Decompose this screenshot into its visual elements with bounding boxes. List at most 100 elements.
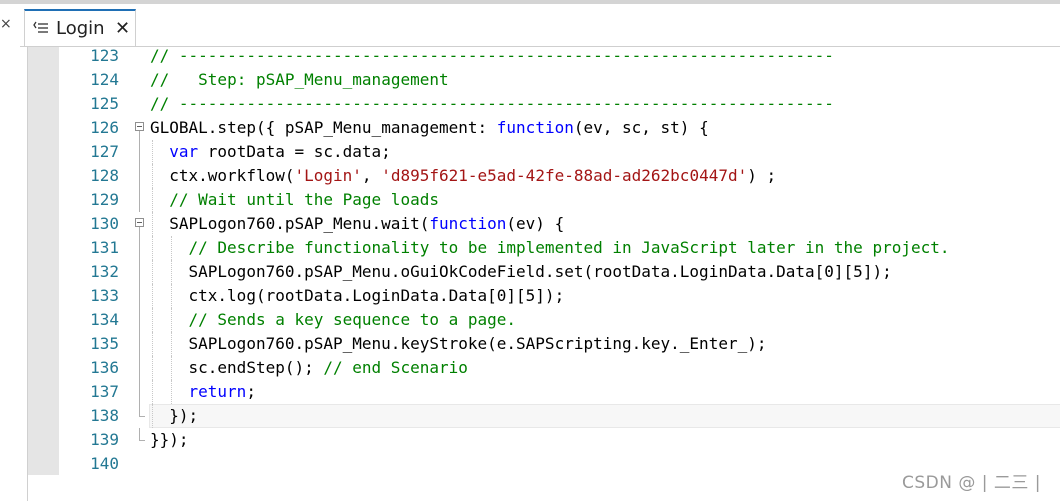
code-token-plain: ctx.workflow( xyxy=(169,166,295,185)
tab-bar: Login ✕ xyxy=(20,4,1060,47)
code-line[interactable]: 124// Step: pSAP_Menu_management xyxy=(59,68,1060,92)
code-line[interactable]: 125 // ----------------------------------… xyxy=(59,92,1060,116)
window-top-border xyxy=(0,0,1060,4)
line-number: 140 xyxy=(90,454,119,473)
code-line[interactable]: 128 ctx.workflow('Login', 'd895f621-e5ad-… xyxy=(59,164,1060,188)
fold-guide-line xyxy=(139,188,140,212)
code-line[interactable]: 129 // Wait until the Page loads xyxy=(59,188,1060,212)
indent-guide xyxy=(152,332,154,356)
indent-guide xyxy=(171,380,173,404)
code-token-plain: SAPLogon760.pSAP_Menu.oGuiOkCodeField.se… xyxy=(188,262,892,281)
code-token-string: 'd895f621-e5ad-42fe-88ad-ad262bc0447d' xyxy=(381,166,748,185)
line-number: 128 xyxy=(90,166,119,185)
code-line[interactable]: 130 SAPLogon760.pSAP_Menu.wait(function(e… xyxy=(59,212,1060,236)
fold-end-marker xyxy=(139,428,145,441)
fold-guide-line xyxy=(139,284,140,308)
indent-guide xyxy=(152,380,154,404)
indent-guide xyxy=(171,308,173,332)
code-token-plain: sc.endStep(); xyxy=(188,358,324,377)
code-line[interactable]: 139}}); xyxy=(59,428,1060,452)
code-token-comment: // Step: pSAP_Menu_management xyxy=(150,70,449,89)
code-token-keyword: var xyxy=(169,142,199,161)
code-text: // -------------------------------------… xyxy=(150,92,834,116)
code-token-comment: // Wait until the Page loads xyxy=(169,190,439,209)
code-token-plain: SAPLogon760.pSAP_Menu.keyStroke(e.SAPScr… xyxy=(188,334,767,353)
indent-guide xyxy=(152,188,154,212)
fold-guide-line xyxy=(139,131,140,140)
code-text: // Wait until the Page loads xyxy=(169,188,439,212)
code-token-comment: // end Scenario xyxy=(323,358,468,377)
code-text: ctx.log(rootData.LoginData.Data[0][5]); xyxy=(189,284,565,308)
fold-guide-line xyxy=(139,236,140,260)
code-line[interactable]: 126 GLOBAL.step({ pSAP_Menu_management: f… xyxy=(59,116,1060,140)
code-line[interactable]: 134// Sends a key sequence to a page. xyxy=(59,308,1060,332)
code-token-plain: }); xyxy=(169,406,199,425)
tab-close-icon[interactable]: ✕ xyxy=(115,18,131,39)
code-token-plain: (ev) { xyxy=(506,214,565,233)
code-text: SAPLogon760.pSAP_Menu.wait(function(ev) … xyxy=(169,212,564,236)
code-text: // -------------------------------------… xyxy=(150,44,834,68)
code-line[interactable]: 138}); xyxy=(59,404,1060,428)
code-line[interactable]: 140 xyxy=(59,452,1060,476)
code-token-string: 'Login' xyxy=(294,166,362,185)
code-line[interactable]: 123 // ----------------------------------… xyxy=(59,44,1060,68)
indent-guide xyxy=(171,332,173,356)
code-text: GLOBAL.step({ pSAP_Menu_management: func… xyxy=(150,116,709,140)
indent-guide xyxy=(152,140,154,164)
line-number: 130 xyxy=(90,214,119,233)
code-line[interactable]: 136 sc.endStep(); // end Scenario xyxy=(59,356,1060,380)
indent-guide xyxy=(152,356,154,380)
code-text: // Describe functionality to be implemen… xyxy=(189,236,950,260)
fold-guide-line xyxy=(139,227,140,236)
line-number: 134 xyxy=(90,310,119,329)
watermark: CSDN @ | 二三 | xyxy=(902,473,1042,493)
code-text: sc.endStep(); // end Scenario xyxy=(189,356,468,380)
code-token-plain: ctx.log(rootData.LoginData.Data[0][5]); xyxy=(188,286,565,305)
code-token-plain: (ev, sc, st) { xyxy=(573,118,709,137)
code-text: var rootData = sc.data; xyxy=(169,140,391,164)
fold-guide-line xyxy=(139,356,140,380)
line-number: 131 xyxy=(90,238,119,257)
indent-guide xyxy=(171,236,173,260)
line-number: 126 xyxy=(90,118,119,137)
fold-guide-line xyxy=(139,164,140,188)
fold-collapse-icon[interactable] xyxy=(135,122,144,131)
left-close-icon[interactable]: × xyxy=(0,16,12,32)
code-token-keyword: return xyxy=(188,382,247,401)
line-number: 129 xyxy=(90,190,119,209)
tab-login[interactable]: Login ✕ xyxy=(24,9,136,46)
left-panel-edge: × xyxy=(0,4,20,501)
fold-end-marker xyxy=(139,404,145,417)
code-text: // Step: pSAP_Menu_management xyxy=(150,68,449,92)
code-token-plain: SAPLogon760.pSAP_Menu.wait( xyxy=(169,214,430,233)
indent-guide xyxy=(152,212,154,236)
fold-collapse-icon[interactable] xyxy=(135,218,144,227)
indent-guide xyxy=(152,284,154,308)
code-token-plain: GLOBAL.step({ pSAP_Menu_management: xyxy=(150,118,497,137)
line-number: 136 xyxy=(90,358,119,377)
tab-login-label: Login xyxy=(56,18,105,39)
line-number: 125 xyxy=(90,94,119,113)
code-lines[interactable]: 123 // ----------------------------------… xyxy=(59,44,1060,476)
line-number: 137 xyxy=(90,382,119,401)
code-token-keyword: function xyxy=(429,214,507,233)
code-token-plain: ; xyxy=(246,382,256,401)
fold-guide-line xyxy=(139,308,140,332)
indent-guide xyxy=(152,236,154,260)
code-line[interactable]: 131 // Describe functionality to be imple… xyxy=(59,236,1060,260)
line-number: 123 xyxy=(90,46,119,65)
code-line[interactable]: 137 return; xyxy=(59,380,1060,404)
code-token-plain: , xyxy=(361,166,382,185)
code-token-plain: }}); xyxy=(150,430,189,449)
code-text: }}); xyxy=(150,428,189,452)
workflow-icon xyxy=(33,20,51,36)
code-token-comment: // Describe functionality to be implemen… xyxy=(188,238,950,257)
line-number: 139 xyxy=(90,430,119,449)
indent-guide xyxy=(171,260,173,284)
fold-guide-line xyxy=(139,140,140,164)
